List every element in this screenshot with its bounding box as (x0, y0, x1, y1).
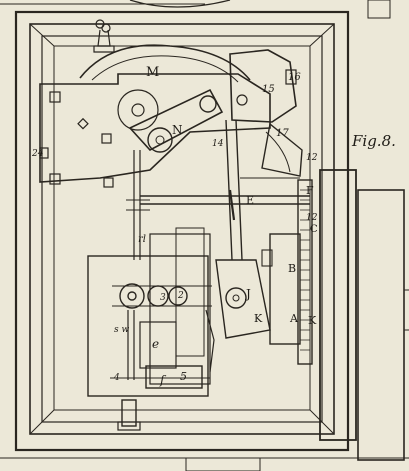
side-screw (39, 147, 49, 159)
frame-corners (29, 23, 335, 435)
label-rl: rl (138, 234, 146, 245)
j-pivot (225, 287, 247, 309)
label-14: 14 (212, 139, 224, 149)
label-b: B (288, 262, 296, 275)
center-rod (225, 119, 243, 261)
gear-rack (297, 179, 313, 365)
top-arc (129, 0, 231, 8)
lever-n-end (199, 95, 217, 113)
upper-arm-plate (229, 49, 297, 123)
left-arbour (133, 150, 141, 260)
label-15: 15 (262, 84, 275, 95)
winding-knob (93, 19, 115, 53)
label-m: M (146, 65, 159, 80)
rack-teeth (300, 189, 310, 351)
label-a: A (289, 312, 299, 325)
side-plate-edge (404, 289, 409, 331)
frame-outer (29, 23, 335, 435)
label-e-small: e (152, 337, 159, 351)
outer-case (14, 10, 350, 452)
j-pin (232, 294, 240, 302)
figure-caption: Fig.8. (351, 132, 396, 150)
wheel-hub-left (117, 89, 159, 131)
lever-n-pin (155, 135, 165, 145)
arm-pivot (236, 94, 248, 106)
lever-n-pivot (147, 127, 173, 153)
label-4: 4 (113, 373, 120, 383)
wheel-hub-left-pin (131, 103, 145, 117)
gear-stack-plate (269, 233, 301, 345)
label-k-left: K (254, 312, 263, 325)
bridge-plate (39, 73, 271, 183)
block-e (139, 321, 177, 369)
label-2: 2 (177, 291, 184, 301)
fan-arc (265, 131, 291, 173)
block-f (145, 365, 203, 389)
bottom-foot-base (117, 421, 141, 431)
gear-lug (261, 249, 273, 267)
label-j: J (244, 287, 251, 301)
arbour-collar (126, 199, 150, 211)
bottom-foot (121, 399, 137, 427)
arm-nut (285, 69, 297, 85)
label-12b: 12 (306, 213, 318, 223)
lower-post (127, 310, 135, 380)
label-k-right: K (308, 314, 317, 327)
shaft-e (140, 195, 310, 205)
side-plate (357, 189, 405, 461)
escapement-bars (112, 285, 212, 307)
label-f-small: f (159, 373, 167, 387)
label-e: E (246, 194, 254, 207)
escapement-wheels (119, 283, 188, 309)
lower-cage (149, 233, 211, 385)
frame-inner (41, 35, 323, 423)
top-right-fragment (367, 0, 391, 19)
wheel-m-rim (79, 44, 251, 81)
label-sw: s w (114, 325, 129, 335)
fan-sector (261, 122, 303, 177)
label-n: N (172, 123, 183, 137)
lower-frame (87, 255, 209, 397)
label-16: 16 (288, 72, 301, 83)
spring-arm (205, 309, 215, 373)
lever-n (128, 88, 224, 151)
label-12a: 12 (306, 153, 318, 163)
label-3: 3 (160, 293, 166, 303)
label-17: 17 (276, 128, 289, 139)
frame-innermost (53, 45, 311, 411)
rod-key (228, 189, 236, 221)
j-block (215, 259, 271, 339)
label-24: 24 (31, 149, 44, 159)
bridge-screws (49, 91, 114, 188)
bottom-fragment (185, 457, 261, 471)
label-c: C (310, 224, 318, 235)
label-f: F (306, 184, 314, 197)
side-cylinder (319, 169, 357, 441)
wheel-m-inner (91, 55, 239, 83)
label-5: 5 (180, 370, 187, 383)
lower-column (175, 227, 205, 357)
